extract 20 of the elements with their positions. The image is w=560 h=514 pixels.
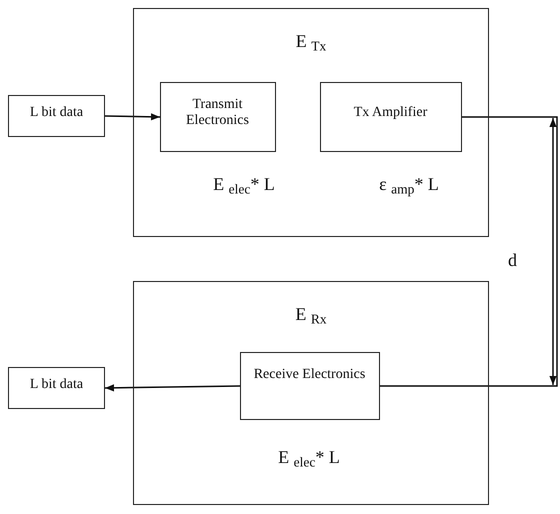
group-box xyxy=(133,8,489,237)
process-box xyxy=(8,367,105,409)
process-box xyxy=(8,95,105,137)
box-label: Receive Electronics xyxy=(252,366,366,384)
energy-label: E $_{Rx}$ xyxy=(294,304,328,328)
arrow xyxy=(104,384,240,392)
process-box xyxy=(240,352,380,420)
energy-formula: E $_{elec}$* L xyxy=(277,447,341,471)
process-box xyxy=(160,82,276,152)
box-label: L bit data xyxy=(28,377,84,394)
group-box xyxy=(133,281,489,505)
distance-label: d xyxy=(508,250,517,272)
arrow xyxy=(104,113,160,120)
box-label: Transmit Electronics xyxy=(185,96,250,130)
process-box xyxy=(320,82,462,152)
energy-label: E $_{Tx}$ xyxy=(294,31,328,55)
box-label: Tx Amplifier xyxy=(352,104,428,122)
energy-formula: ε $_{amp}$* L xyxy=(378,174,440,198)
box-label: L bit data xyxy=(28,105,84,122)
energy-formula: E $_{elec}$* L xyxy=(212,174,276,198)
